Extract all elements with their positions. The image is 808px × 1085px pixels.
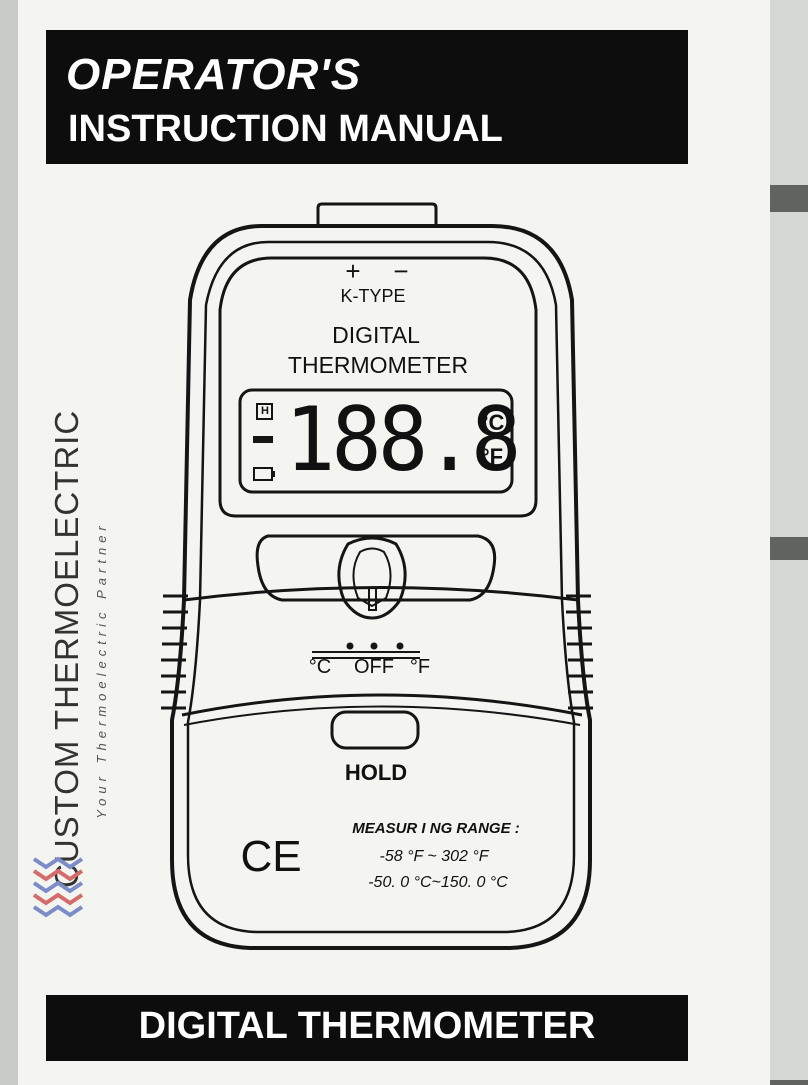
ce-mark: CE — [240, 832, 302, 881]
device-label-line2: THERMOMETER — [287, 352, 469, 378]
footer-banner: DIGITAL THERMOMETER — [46, 995, 688, 1061]
instruction-manual-title: INSTRUCTION MANUAL — [68, 108, 503, 150]
lcd-unit-f: °F — [480, 444, 504, 469]
brand-chevron-icon — [32, 856, 84, 918]
switch-label-off: OFF — [354, 656, 394, 678]
range-celsius: -50. 0 °C~150. 0 °C — [368, 874, 508, 891]
lcd-hold-indicator: H — [261, 405, 269, 417]
lcd-reading: 188.8 — [284, 388, 521, 491]
switch-label-f: °F — [409, 656, 431, 678]
hold-button-label: HOLD — [344, 760, 408, 785]
footer-title: DIGITAL THERMOMETER — [138, 1005, 596, 1047]
device-label-line1: DIGITAL — [332, 322, 420, 348]
range-fahrenheit: -58 °F ~ 302 °F — [379, 848, 489, 865]
brand-logo: CUSTOM THERMOELECTRIC Your Thermoelectri… — [28, 410, 109, 928]
probe-plus: + — [345, 256, 361, 286]
probe-minus: − — [393, 256, 409, 286]
probe-type-label: K-TYPE — [340, 286, 406, 306]
page-edge — [770, 0, 808, 1085]
operators-title: OPERATOR'S — [66, 50, 362, 99]
lcd-unit-c: °C — [479, 410, 505, 435]
range-title: MEASUR I NG RANGE : — [352, 820, 520, 837]
switch-label-c: °C — [308, 656, 332, 678]
title-banner: OPERATOR'S INSTRUCTION MANUAL — [46, 30, 688, 164]
